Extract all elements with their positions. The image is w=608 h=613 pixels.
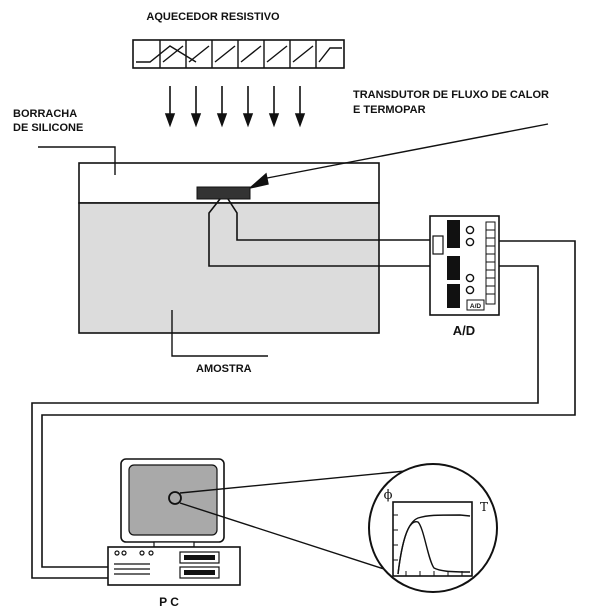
ad-converter: A/D A/D: [429, 215, 500, 338]
heat-arrow: [294, 86, 306, 128]
ad-terminal-strip: [485, 221, 496, 305]
heat-arrow: [216, 86, 228, 128]
ad-label-plate: [466, 299, 485, 311]
heater-label: AQUECEDOR RESISTIVO: [146, 11, 280, 23]
transducer-arrowhead: [249, 172, 269, 189]
sample-leader: [171, 310, 268, 357]
ad-small-label: A/D: [470, 303, 482, 310]
computer-case: [107, 546, 241, 586]
data-cables: [31, 240, 576, 579]
graph-y-axis-label: ϕ: [384, 488, 393, 503]
rubber-leader: [38, 146, 116, 175]
sample-label: AMOSTRA: [196, 363, 252, 375]
case-buttons: [114, 550, 154, 556]
magnifier-lines: [179, 468, 427, 571]
heat-arrow: [268, 86, 280, 128]
disk-drive-slot: [184, 555, 215, 560]
screen-focus-point: [168, 491, 182, 505]
pc-label: P C: [159, 595, 179, 609]
magnified-graph: ϕ T: [368, 463, 498, 593]
specimen-assembly: [78, 162, 380, 334]
heat-arrow: [242, 86, 254, 128]
rubber-label-line1: BORRACHA: [13, 108, 77, 120]
resistive-heater: [132, 39, 345, 69]
transducer-label-line2: E TERMOPAR: [353, 104, 426, 116]
ad-chip: [447, 256, 460, 280]
heat-arrow: [190, 86, 202, 128]
ad-led: [465, 285, 475, 295]
leader-lines: [38, 123, 549, 357]
case-vent-lines: [114, 563, 150, 575]
transducer-label-line1: TRANSDUTOR DE FLUXO DE CALOR: [353, 89, 549, 101]
ad-label: A/D: [453, 323, 475, 338]
ad-led: [465, 225, 475, 235]
graph-axis-ticks: [393, 514, 463, 576]
ad-led: [465, 237, 475, 247]
heater-coil: [136, 40, 342, 68]
pc: P C: [107, 458, 241, 609]
rubber-label-line2: DE SILICONE: [13, 122, 83, 134]
graph-x-axis-label: T: [480, 500, 488, 514]
heat-arrow: [164, 86, 176, 128]
sensor-wires: [208, 198, 438, 267]
heat-arrows: [164, 86, 306, 128]
sample-block: [78, 202, 380, 334]
transducer-leader: [261, 123, 549, 180]
ad-led: [465, 273, 475, 283]
ad-chip: [447, 284, 460, 308]
ad-chip: [447, 220, 460, 248]
disk-drive-slot: [184, 570, 215, 575]
heat-flux-curve: [397, 520, 471, 575]
heat-flux-transducer: [196, 186, 251, 200]
ad-connector: [432, 235, 444, 255]
